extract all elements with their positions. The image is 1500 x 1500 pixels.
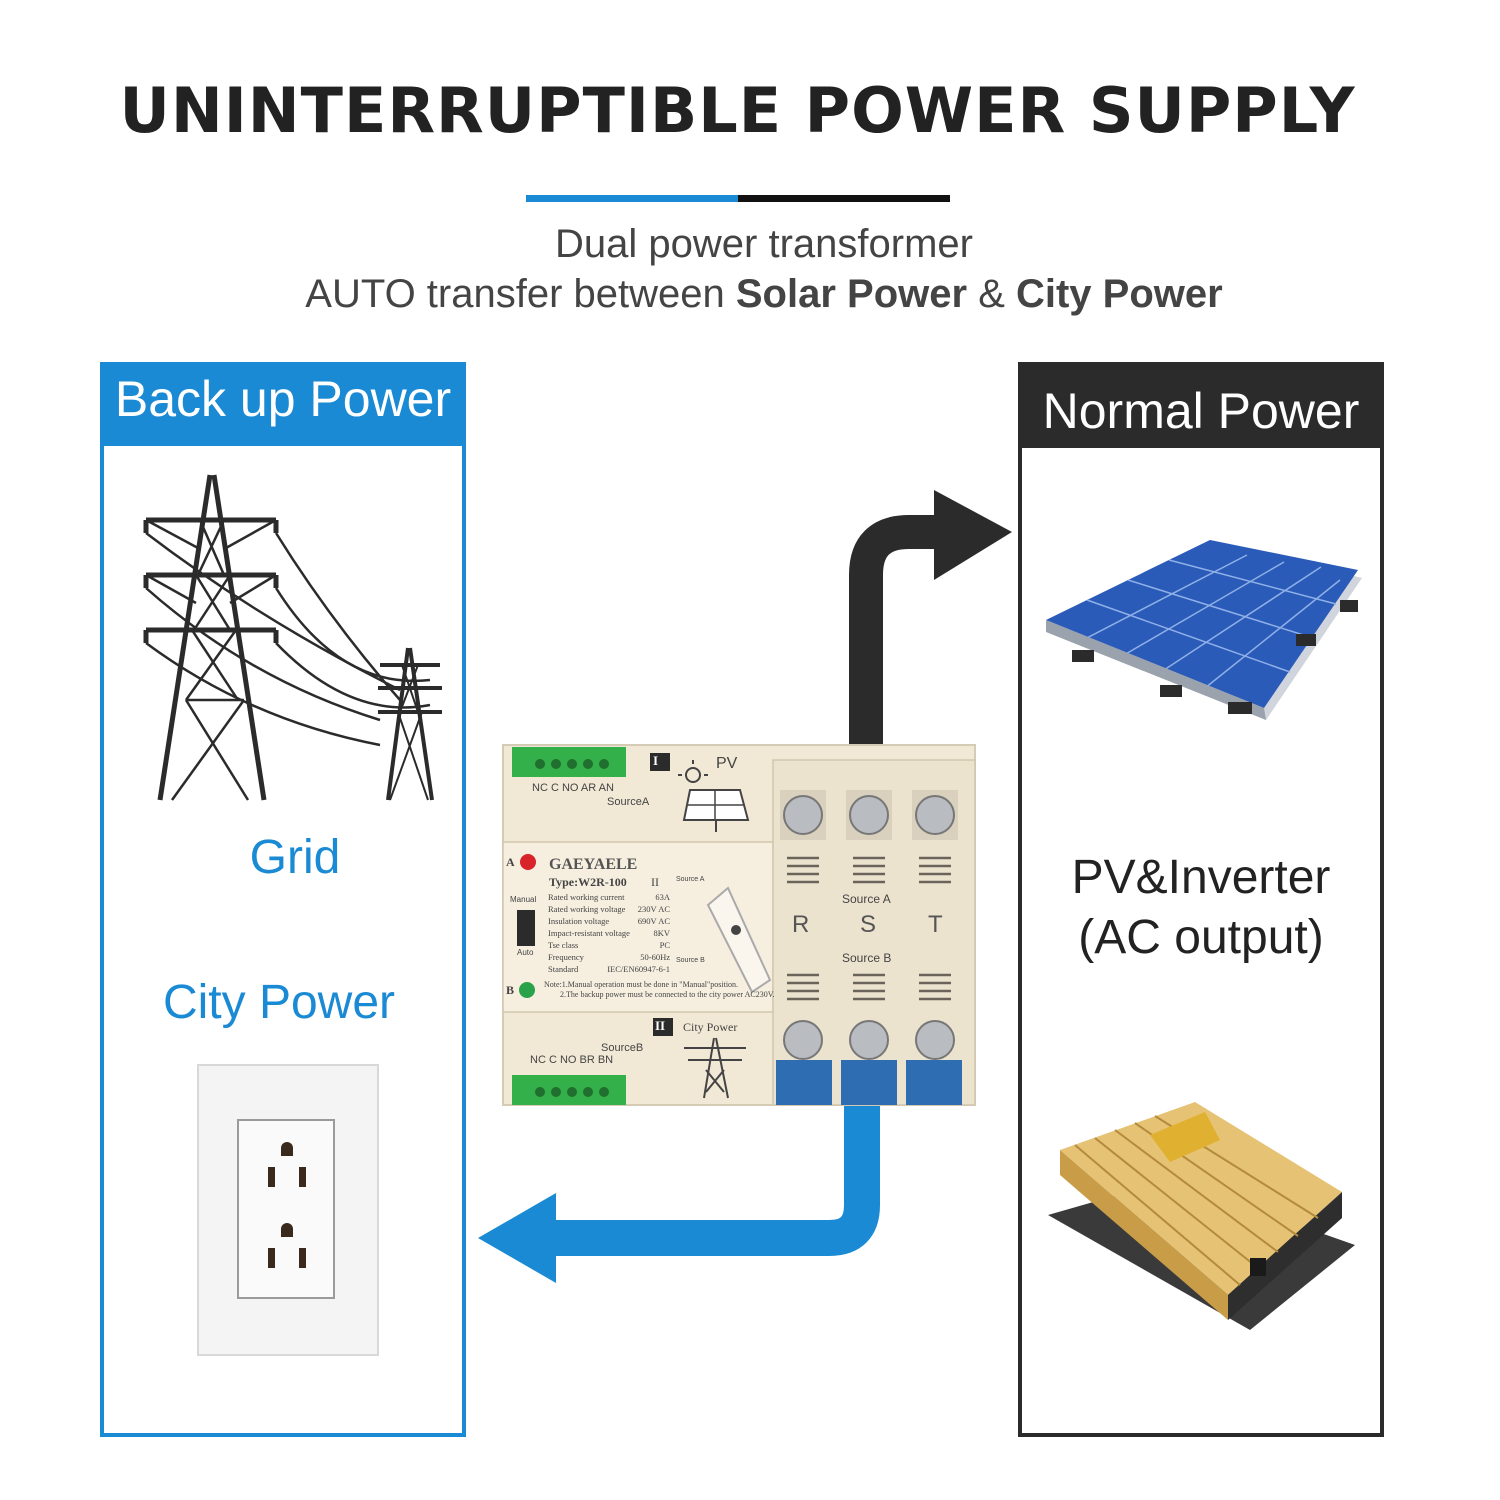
source-b-bottom-label: SourceB bbox=[601, 1042, 644, 1054]
subtitle-line-2: AUTO transfer between Solar Power & City… bbox=[0, 272, 1500, 317]
spec-name: Rated working voltage bbox=[548, 904, 626, 914]
subtitle-city-power: City Power bbox=[1015, 272, 1223, 316]
source-a-label: Source A bbox=[842, 892, 891, 906]
lamp-b-label: B bbox=[506, 983, 515, 997]
pv-label: PV bbox=[716, 755, 738, 772]
arrow-to-backup-power bbox=[478, 1095, 880, 1283]
grid-label: Grid bbox=[249, 831, 341, 884]
solar-sun-icon bbox=[678, 760, 750, 832]
terminals-bottom-label: NC C NO BR BN bbox=[530, 1054, 614, 1066]
normal-power-title: Normal Power bbox=[1042, 383, 1360, 439]
manual-auto-slider bbox=[517, 910, 535, 946]
solar-panel-icon bbox=[1046, 540, 1362, 720]
backup-power-header bbox=[100, 362, 466, 446]
source-b-label: Source B bbox=[842, 951, 892, 965]
phase-t-label: T bbox=[928, 911, 943, 938]
pylon-icon bbox=[684, 1037, 746, 1099]
transmission-tower-icon bbox=[143, 474, 442, 801]
spec-value: 63A bbox=[655, 892, 670, 902]
device-note-2: 2.The backup power must be connected to … bbox=[560, 990, 775, 999]
device-brand: GAEYAELE bbox=[549, 856, 638, 873]
normal-power-header bbox=[1018, 362, 1384, 448]
spec-row: Insulation voltage 690V AC bbox=[548, 916, 670, 928]
spec-value: 230V AC bbox=[637, 904, 670, 914]
spec-row: Impact-resistant voltage 8KV bbox=[548, 928, 670, 940]
roman-one-label: I bbox=[653, 753, 659, 768]
phase-s-label: S bbox=[860, 911, 877, 938]
city-power-label: City Power bbox=[162, 976, 396, 1029]
terminals-top-label: NC C NO AR AN bbox=[532, 782, 614, 794]
title-underline-black bbox=[738, 195, 950, 202]
rotary-handle bbox=[706, 886, 772, 994]
transfer-switch-device bbox=[502, 744, 976, 1106]
spec-row: Standard IEC/EN60947-6-1 bbox=[548, 964, 670, 976]
spec-row: Rated working voltage 230V AC bbox=[548, 904, 670, 916]
subtitle-solar-power: Solar Power bbox=[735, 272, 968, 316]
backup-power-title: Back up Power bbox=[114, 371, 452, 427]
spec-row: Tse class PC bbox=[548, 940, 670, 952]
manual-label: Manual bbox=[510, 895, 537, 904]
lamp-a-label: A bbox=[506, 855, 515, 869]
spec-name: Frequency bbox=[548, 952, 584, 962]
spec-table: Rated working current 63A Rated working vo… bbox=[548, 892, 670, 976]
page-title: UNINTERRUPTIBLE POWER SUPPLY bbox=[119, 74, 1356, 147]
device-note-1: Note:1.Manual operation must be done in … bbox=[544, 980, 739, 989]
spec-value: PC bbox=[659, 940, 670, 950]
spec-value: IEC/EN60947-6-1 bbox=[607, 964, 670, 974]
pv-inverter-label: PV&Inverter bbox=[1071, 851, 1331, 904]
source-a-lamp bbox=[520, 854, 536, 870]
subtitle-ampersand: & bbox=[967, 272, 1016, 316]
city-power-device-label: City Power bbox=[683, 1020, 738, 1034]
inverter-icon bbox=[1048, 1102, 1355, 1330]
auto-label: Auto bbox=[517, 948, 534, 957]
phase-r-label: R bbox=[792, 911, 810, 938]
roman-two-label: II bbox=[655, 1018, 666, 1033]
spec-row: Rated working current 63A bbox=[548, 892, 670, 904]
spec-name: Impact-resistant voltage bbox=[548, 928, 630, 938]
device-type-roman: II bbox=[651, 875, 659, 889]
small-source-b-label: Source B bbox=[676, 957, 705, 964]
subtitle-prefix: AUTO transfer between bbox=[305, 272, 736, 316]
small-source-a-label: Source A bbox=[676, 876, 705, 883]
subtitle-line-1: Dual power transformer bbox=[555, 222, 973, 266]
spec-name: Insulation voltage bbox=[548, 916, 610, 926]
spec-name: Standard bbox=[548, 964, 579, 974]
spec-name: Rated working current bbox=[548, 892, 625, 902]
ac-output-label: (AC output) bbox=[1078, 911, 1324, 964]
arrow-to-normal-power bbox=[849, 490, 1012, 760]
source-b-lamp bbox=[519, 982, 535, 998]
spec-value: 50-60Hz bbox=[640, 952, 670, 962]
device-type: Type:W2R-100 bbox=[549, 875, 627, 889]
wall-outlet-icon bbox=[197, 1064, 379, 1356]
title-underline-blue bbox=[526, 195, 738, 202]
spec-row: Frequency 50-60Hz bbox=[548, 952, 670, 964]
spec-value: 690V AC bbox=[637, 916, 670, 926]
screw-terminal bbox=[780, 790, 958, 1060]
spec-name: Tse class bbox=[548, 940, 579, 950]
spec-value: 8KV bbox=[653, 928, 670, 938]
source-a-top-label: SourceA bbox=[607, 796, 650, 808]
